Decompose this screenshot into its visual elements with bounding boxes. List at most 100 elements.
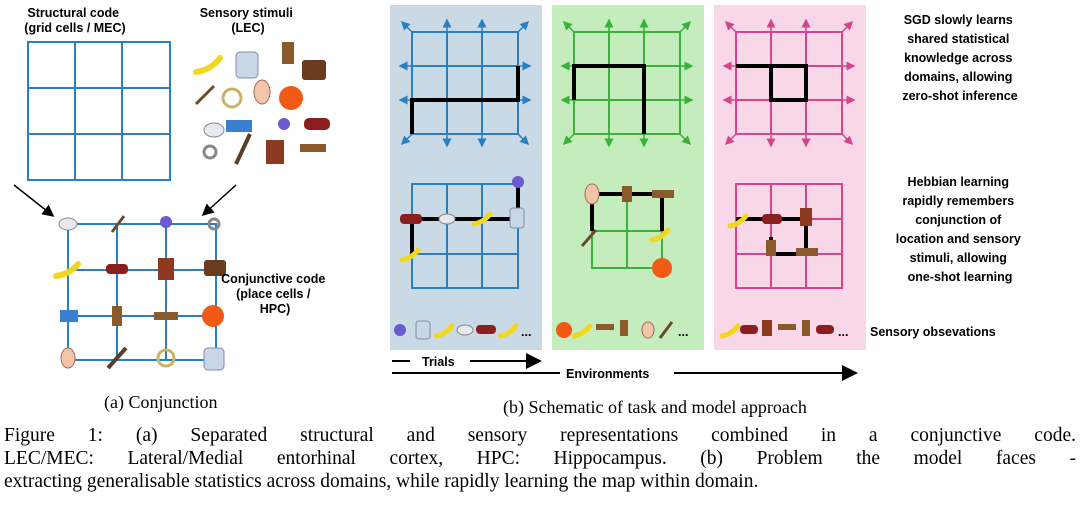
banana-icon <box>727 213 749 229</box>
key-icon <box>202 144 218 160</box>
banana-icon <box>53 261 81 279</box>
orange-icon <box>202 305 224 327</box>
lightbulb-icon <box>203 122 225 138</box>
ladder-icon <box>106 346 128 370</box>
orange-icon <box>652 258 672 278</box>
conjunctive-grid <box>67 223 217 361</box>
env1-bottom-path <box>410 184 520 254</box>
table-icon <box>154 312 178 320</box>
table-icon <box>652 190 674 198</box>
environment-3-background <box>714 5 866 350</box>
motorbike-icon <box>106 264 128 274</box>
chair-icon <box>802 320 810 336</box>
env2-observations <box>556 320 674 339</box>
banana-icon <box>193 55 223 75</box>
subcaption-b: (b) Schematic of task and model approach <box>503 397 807 417</box>
shirt-icon <box>509 207 525 229</box>
broom-icon <box>194 84 216 106</box>
banana-icon <box>399 247 421 263</box>
book-icon <box>158 258 174 280</box>
env3-bottom-icons <box>727 208 818 256</box>
panel-b: ... ... ... SGD slowly learns shared sta… <box>390 5 1025 381</box>
sensory-stimuli-label: Sensory stimuli (LEC) <box>200 6 297 35</box>
key-icon <box>207 217 221 231</box>
figure-diagram: Structural code (grid cells / MEC) Senso… <box>13 5 1025 381</box>
conjunctive-code-label: Conjunctive code (place cells / HPC) <box>221 272 329 316</box>
env3-top-path <box>736 64 808 102</box>
lightbulb-icon <box>456 324 474 336</box>
subcaption-a: (a) Conjunction <box>104 392 218 412</box>
table-icon <box>796 248 818 256</box>
conjunctive-icons <box>53 215 226 371</box>
environments-label: Environments <box>566 367 649 381</box>
env3-observations <box>719 320 834 339</box>
env3-ellipsis: ... <box>838 325 848 339</box>
ear-icon <box>584 183 600 205</box>
magnifier-icon <box>221 87 243 109</box>
sgd-label: SGD slowly learns shared statistical kno… <box>902 13 1017 103</box>
chair-icon <box>282 42 294 64</box>
banana-icon <box>497 323 519 339</box>
banana-icon <box>649 227 671 243</box>
basket-icon <box>204 260 226 276</box>
env2-bottom-icons <box>580 183 674 278</box>
motorbike-icon <box>476 325 496 334</box>
arrow-structural-to-conjunctive <box>13 184 55 217</box>
flower-icon <box>278 118 290 130</box>
sensory-stimuli-icons <box>193 42 330 165</box>
chair-icon <box>112 306 122 326</box>
bed-icon <box>60 310 78 322</box>
shirt-icon <box>235 51 259 79</box>
lightbulb-icon <box>438 213 456 225</box>
sensory-observations-label: Sensory obsevations <box>870 325 996 339</box>
book-icon <box>800 208 812 226</box>
structural-grid <box>27 41 171 181</box>
broom-icon <box>580 229 598 247</box>
banana-icon <box>719 323 741 339</box>
structural-code-label: Structural code (grid cells / MEC) <box>24 6 125 35</box>
magnifier-icon <box>156 348 176 368</box>
chair-icon <box>620 320 628 336</box>
chair-icon <box>622 186 632 202</box>
ladder-icon <box>234 133 252 165</box>
env1-top-path <box>410 66 520 134</box>
shirt-icon <box>203 347 225 371</box>
table-icon <box>596 324 614 330</box>
environment-2-background <box>552 5 704 350</box>
flower-icon <box>512 176 524 188</box>
flower-icon <box>394 324 406 336</box>
motorbike-icon <box>740 325 758 334</box>
trials-label: Trials <box>422 355 455 369</box>
figure-caption: Figure 1: (a) Separated structural and s… <box>4 424 1076 493</box>
ear-icon <box>253 79 271 105</box>
ear-icon <box>60 347 76 369</box>
broom-icon <box>110 215 126 233</box>
motorbike-icon <box>400 214 422 224</box>
banana-icon <box>471 211 493 227</box>
book-icon <box>266 140 284 164</box>
motorbike-icon <box>304 118 330 130</box>
orange-icon <box>556 322 572 338</box>
lightbulb-icon <box>58 217 78 231</box>
flower-icon <box>160 216 172 228</box>
banana-icon <box>433 323 455 339</box>
shirt-icon <box>415 320 431 340</box>
broom-icon <box>658 321 674 339</box>
basket-icon <box>302 60 326 80</box>
env1-bottom-icons <box>399 176 525 263</box>
caption-line-2: LEC/MEC: Lateral/Medial entorhinal corte… <box>4 448 1076 469</box>
hebbian-label: Hebbian learning rapidly remembers conju… <box>896 175 1025 284</box>
arrow-sensory-to-conjunctive <box>201 184 237 217</box>
motorbike-icon <box>762 214 782 224</box>
motorbike-icon <box>816 325 834 334</box>
env2-ellipsis: ... <box>678 325 688 339</box>
bed-icon <box>226 120 252 132</box>
table-icon <box>778 324 796 330</box>
table-icon <box>300 144 326 152</box>
panel-a: Structural code (grid cells / MEC) Senso… <box>13 6 330 371</box>
banana-icon <box>571 323 593 339</box>
book-icon <box>762 320 772 336</box>
ear-icon <box>641 321 655 339</box>
env2-top-path <box>572 64 646 134</box>
orange-icon <box>279 86 303 110</box>
